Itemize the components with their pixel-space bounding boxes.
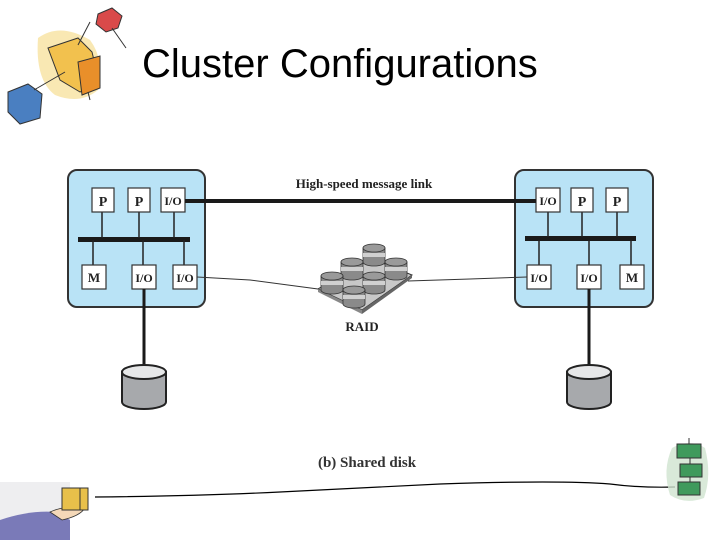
svg-text:I/O: I/O [580,271,597,285]
left-node-io-disk: I/O [131,264,157,290]
high-speed-message-link: High-speed message link [185,176,536,203]
svg-text:I/O: I/O [176,271,193,285]
link-label: High-speed message link [296,176,433,191]
raid-disk [362,271,386,295]
right-node-io-raid: I/O [526,264,552,290]
right-node-io-disk: I/O [576,264,602,290]
raid-label: RAID [345,319,378,334]
svg-text:I/O: I/O [530,271,547,285]
raid-disk [384,257,408,281]
right-node-p2: P [605,187,629,213]
svg-text:M: M [626,270,638,285]
raid-disks [320,243,408,309]
svg-text:I/O: I/O [135,271,152,285]
left-raid-connection [196,276,319,290]
raid-disk [362,243,386,267]
svg-text:P: P [99,195,108,210]
left-node-p2: P [127,187,151,213]
raid-disk [320,271,344,295]
right-node-p1: P [570,187,594,213]
clipart-hand-holding-cube-icon [0,482,89,540]
left-node: P P I/O M I/O I/O [67,169,206,308]
right-node-memory: M [619,264,645,290]
clipart-cubes-icon [7,7,127,125]
svg-text:M: M [88,270,100,285]
right-local-disk-icon [566,364,612,410]
slide-title: Cluster Configurations [142,42,538,86]
svg-text:P: P [613,195,622,210]
left-node-bus [78,237,190,242]
decorative-line [94,481,676,498]
raid-disk [340,257,364,281]
raid-disk [342,285,366,309]
left-local-disk-icon [121,364,167,410]
clipart-stacked-blocks-icon [666,438,709,501]
left-node-io-top: I/O [160,187,186,213]
svg-text:P: P [578,195,587,210]
right-node-io-top: I/O [535,187,561,213]
diagram-caption: (b) Shared disk [318,455,417,471]
svg-text:I/O: I/O [539,194,556,208]
right-node: I/O P P I/O I/O M [514,169,654,308]
svg-text:P: P [135,195,144,210]
right-raid-connection [407,276,528,282]
left-node-memory: M [81,264,107,290]
left-node-p1: P [91,187,115,213]
svg-text:I/O: I/O [164,194,181,208]
right-node-bus [525,236,636,241]
left-node-io-raid: I/O [172,264,198,290]
